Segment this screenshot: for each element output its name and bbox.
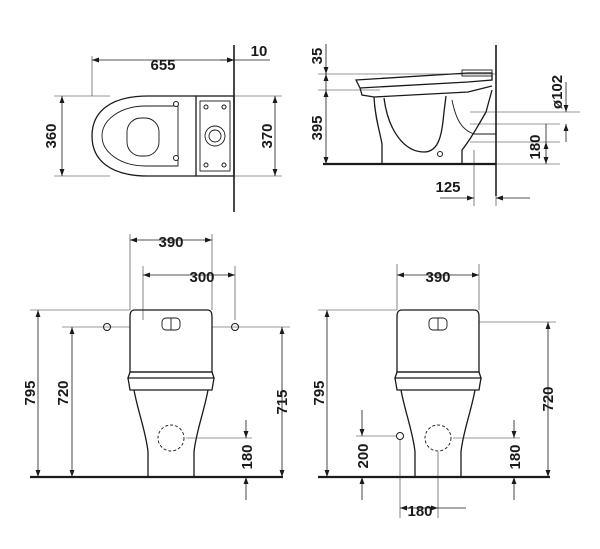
- dim-rim-height: 35: [309, 48, 326, 65]
- pedestal-front-right: [400, 389, 476, 477]
- seat-fixing-top: [173, 101, 179, 107]
- bowl-opening: [126, 117, 160, 157]
- top-plan-view: 655 10 360 370: [43, 43, 282, 212]
- side-view: 35 395 ø102 180 125: [309, 44, 580, 206]
- floor-fixing-side: [437, 151, 443, 157]
- dim-depth: 655: [150, 57, 175, 74]
- dim-wall-gap: 10: [251, 43, 268, 60]
- dim-bowl-width: 360: [43, 123, 60, 148]
- dim-outlet-offset: 125: [435, 179, 460, 196]
- front-view-left: 390 300 795 720 715 180: [22, 234, 291, 500]
- tank-bolt-1: [203, 104, 209, 110]
- dim-front-right-outlet-height: 180: [507, 444, 524, 469]
- floor-fixing-right: [396, 432, 404, 440]
- dim-tank-height: 720: [55, 380, 72, 405]
- dim-outlet-spacing: 180: [407, 503, 432, 520]
- dim-tank-width: 370: [259, 123, 276, 148]
- seat-profile: [354, 72, 493, 89]
- tank-bolt-2: [221, 104, 227, 110]
- tank-plan: [195, 95, 235, 177]
- seat-opening: [101, 105, 179, 167]
- dim-total-height: 795: [22, 380, 39, 405]
- dim-front-right-tank-height: 720: [540, 386, 557, 411]
- outlet-hidden: [157, 424, 185, 452]
- front-view-right: 390 795 720 200 180 180: [311, 264, 557, 520]
- tank-bolt-4: [221, 162, 227, 168]
- seat-band-front: [127, 371, 215, 391]
- dim-floor-fixing-height: 200: [355, 443, 372, 468]
- dim-outlet-height: 180: [527, 134, 544, 159]
- dim-front-tank-width: 390: [158, 234, 183, 251]
- tank-bolt-3: [203, 162, 209, 168]
- flush-button: [204, 125, 226, 147]
- trap-curve: [383, 95, 447, 153]
- dim-front-right-tank-width: 390: [425, 269, 450, 286]
- dim-outlet-diameter: ø102: [549, 75, 566, 109]
- dim-front-outlet-height: 180: [239, 444, 256, 469]
- seat-fixing-bottom: [173, 155, 179, 161]
- seat-band-front-right: [394, 371, 482, 391]
- rim-profile: [359, 85, 493, 98]
- flush-button-inner: [208, 129, 222, 143]
- dim-seat-height: 395: [309, 115, 326, 140]
- dim-fixing-height: 715: [274, 389, 291, 414]
- dim-front-right-total-height: 795: [311, 380, 328, 405]
- outlet-hidden-right: [424, 424, 452, 452]
- trapway: [451, 99, 496, 135]
- tank-lid-plan: [199, 100, 231, 172]
- pedestal-front: [133, 389, 209, 477]
- bowl-plan-outline: [91, 95, 196, 177]
- dim-fixing-spacing: 300: [189, 269, 214, 286]
- lid-hinge: [461, 69, 493, 77]
